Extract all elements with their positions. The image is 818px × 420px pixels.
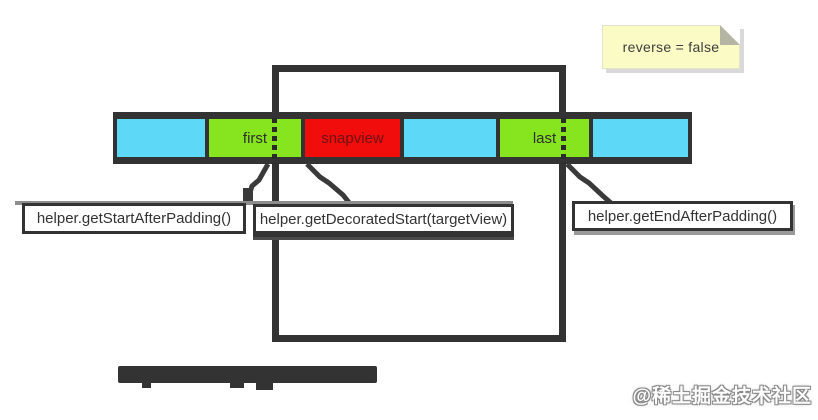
start-after-padding-text: helper.getStartAfterPadding() <box>36 210 232 227</box>
start-after-padding-callout: helper.getStartAfterPadding() <box>22 203 246 234</box>
item-segment <box>404 119 496 157</box>
snap-window-right-edge <box>559 163 566 335</box>
snap-window-outline-upper <box>272 65 566 119</box>
reverse-flag-note: reverse = false <box>602 25 740 69</box>
first-view-segment: first <box>209 119 301 157</box>
callout-gray-accent-line <box>15 201 513 205</box>
caption-descender <box>230 380 244 388</box>
end-after-padding-text: helper.getEndAfterPadding() <box>587 207 778 225</box>
caption-descender <box>142 380 151 388</box>
caption-descender <box>256 380 273 390</box>
last-view-segment: last <box>500 119 589 157</box>
snapview-segment: snapview <box>305 119 400 157</box>
first-view-label: first <box>242 129 268 147</box>
item-segment <box>593 119 688 157</box>
illegible-caption-bar <box>118 366 377 383</box>
item-segment <box>117 119 205 157</box>
snapview-label: snapview <box>321 129 384 147</box>
last-view-label: last <box>532 129 557 147</box>
end-after-padding-callout: helper.getEndAfterPadding() <box>572 201 793 231</box>
note-folded-corner-icon <box>720 25 740 45</box>
decorated-start-text: helper.getDecoratedStart(targetView) <box>259 210 508 228</box>
decorated-start-callout: helper.getDecoratedStart(targetView) <box>253 204 514 237</box>
end-boundary-dashed-line <box>561 118 566 164</box>
connector-to-decorated-callout <box>305 162 353 207</box>
start-boundary-dashed-line <box>272 118 277 164</box>
reverse-flag-text: reverse = false <box>622 39 720 55</box>
juejin-watermark: @稀土掘金技术社区 <box>632 386 812 407</box>
note-fold-flap <box>720 25 740 45</box>
snap-window-bottom-edge <box>272 335 566 342</box>
snap-window-left-edge <box>272 163 279 335</box>
connector-to-end-callout <box>565 162 613 205</box>
connector-end-stub <box>243 188 253 205</box>
